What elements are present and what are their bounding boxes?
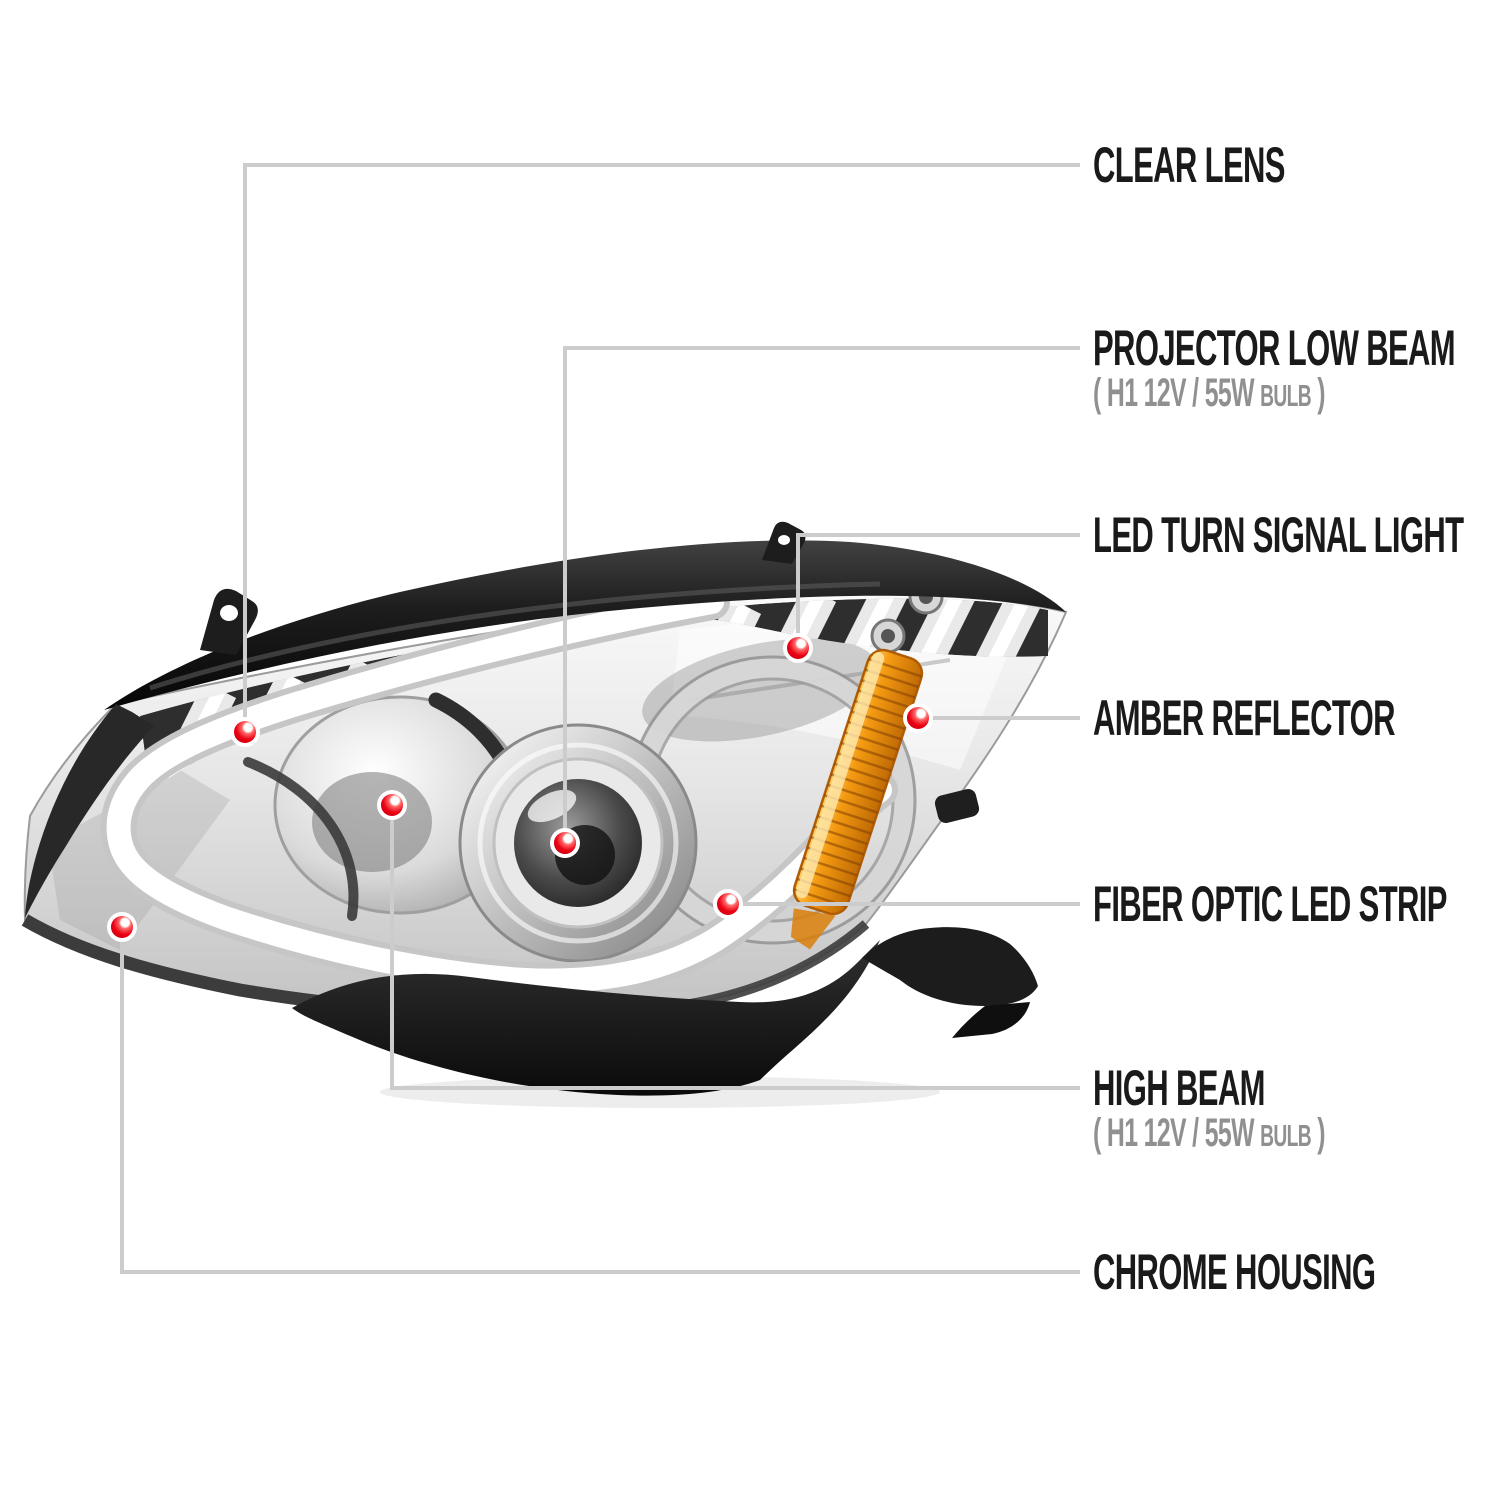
callout-label-chrome-housing: CHROME HOUSING (1093, 1244, 1500, 1300)
label-projector-low-beam-spec: ( H1 12V / 55W BULB ) (1093, 371, 1326, 415)
label-clear-lens: CLEAR LENS (1093, 137, 1285, 193)
callout-label-led-turn-signal: LED TURN SIGNAL LIGHT (1093, 507, 1500, 563)
callout-label-projector-low-beam: PROJECTOR LOW BEAM ( H1 12V / 55W BULB ) (1093, 320, 1500, 419)
callout-label-clear-lens: CLEAR LENS (1093, 137, 1402, 193)
bulb-wire (243, 757, 359, 921)
amber-reflector-shape (790, 648, 924, 950)
top-gasket-band (104, 540, 1066, 710)
callout-label-fiber-optic-led-strip: FIBER OPTIC LED STRIP (1093, 876, 1500, 932)
side-tab (934, 789, 980, 823)
fiber-optic-led-tube (100, 584, 898, 999)
left-end-cap (25, 704, 154, 918)
label-high-beam-spec: ( H1 12V / 55W BULB ) (1093, 1111, 1326, 1155)
callout-label-high-beam: HIGH BEAM ( H1 12V / 55W BULB ) (1093, 1060, 1467, 1159)
bottom-bracket (292, 927, 1038, 1096)
label-projector-low-beam: PROJECTOR LOW BEAM (1093, 320, 1456, 376)
label-fiber-optic-led-strip: FIBER OPTIC LED STRIP (1093, 876, 1447, 932)
label-led-turn-signal: LED TURN SIGNAL LIGHT (1093, 507, 1464, 563)
callout-label-amber-reflector: AMBER REFLECTOR (1093, 690, 1500, 746)
projector-low-beam-lens (458, 723, 698, 963)
label-amber-reflector: AMBER REFLECTOR (1093, 690, 1395, 746)
label-chrome-housing: CHROME HOUSING (1093, 1244, 1376, 1300)
label-high-beam: HIGH BEAM (1093, 1060, 1265, 1116)
